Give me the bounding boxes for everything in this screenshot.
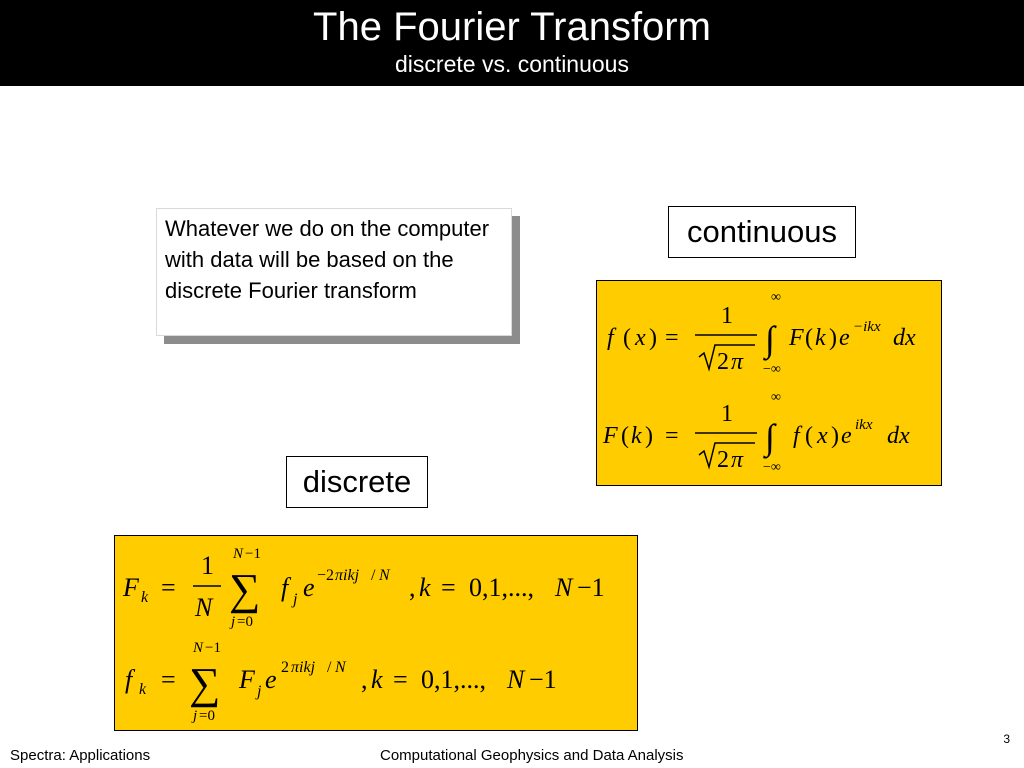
svg-text:(: ( [621, 423, 629, 449]
footer-lecture-title: Computational Geophysics and Data Analys… [380, 747, 684, 764]
svg-text:): ) [645, 423, 653, 449]
continuous-inverse-equation: F ( k ) = 1 2 π ∞ ∫ −∞ f ( x ) e ikx dx [597, 391, 943, 481]
svg-text:/: / [327, 659, 332, 676]
note-text-box: Whatever we do on the computer with data… [156, 208, 512, 336]
svg-text:=: = [161, 573, 176, 602]
svg-text:x: x [634, 325, 646, 351]
svg-text:∫: ∫ [763, 417, 777, 459]
svg-text:0,1,...,: 0,1,..., [421, 665, 486, 694]
svg-text:/: / [371, 567, 376, 584]
svg-text:e: e [839, 325, 850, 351]
continuous-forward-equation: f ( x ) = 1 2 π ∞ ∫ −∞ F ( k ) e −ikx dx [597, 289, 943, 379]
discrete-forward-equation: F k = 1 N N −1 ∑ j =0 f j e −2 πikj / N … [115, 540, 639, 636]
footer-course-title: Spectra: Applications [10, 747, 151, 764]
svg-text:k: k [815, 325, 826, 351]
svg-text:N: N [192, 640, 204, 656]
svg-text:N: N [378, 567, 391, 584]
svg-text:k: k [419, 573, 431, 602]
svg-text:=0: =0 [237, 614, 253, 630]
svg-text:e: e [841, 423, 852, 449]
svg-text:∞: ∞ [771, 290, 781, 305]
svg-text:1: 1 [721, 303, 733, 329]
svg-text:j: j [291, 591, 298, 608]
page-number: 3 [1003, 732, 1010, 746]
svg-text:(: ( [805, 423, 813, 449]
svg-text:∑: ∑ [229, 565, 260, 614]
svg-text:−2: −2 [317, 567, 334, 584]
discrete-inverse-equation: f k = N −1 ∑ j =0 F j e 2 πikj / N , k =… [115, 636, 639, 728]
svg-text:k: k [631, 423, 642, 449]
svg-text:F: F [238, 665, 256, 694]
svg-text:(: ( [805, 325, 813, 351]
slide-title: The Fourier Transform [313, 5, 711, 49]
svg-text:=: = [665, 325, 679, 351]
svg-text:e: e [303, 573, 315, 602]
svg-text:j: j [191, 708, 197, 724]
svg-text:,: , [361, 665, 368, 694]
svg-text:π: π [731, 349, 744, 375]
svg-text:−∞: −∞ [763, 362, 781, 377]
svg-text:f: f [125, 665, 136, 694]
svg-text:f: f [281, 573, 292, 602]
svg-text:j: j [229, 614, 235, 630]
svg-text:): ) [831, 423, 839, 449]
svg-text:F: F [788, 325, 804, 351]
svg-text:k: k [141, 589, 149, 606]
svg-text:−1: −1 [245, 546, 261, 562]
svg-text:−∞: −∞ [763, 460, 781, 475]
svg-text:N: N [334, 659, 347, 676]
svg-text:∑: ∑ [189, 659, 220, 708]
svg-text:N: N [194, 593, 214, 622]
svg-text:): ) [649, 325, 657, 351]
svg-text:πikj: πikj [291, 659, 316, 676]
svg-text:dx: dx [887, 423, 910, 449]
svg-text:(: ( [623, 325, 631, 351]
svg-text:−1: −1 [205, 640, 221, 656]
svg-text:f: f [793, 423, 803, 449]
svg-text:dx: dx [893, 325, 916, 351]
svg-text:1: 1 [201, 551, 214, 580]
svg-text:x: x [816, 423, 828, 449]
slide-subtitle: discrete vs. continuous [395, 51, 629, 77]
svg-text:−ikx: −ikx [853, 319, 881, 335]
svg-text:0,1,...,: 0,1,..., [469, 573, 534, 602]
svg-text:=0: =0 [199, 708, 215, 724]
svg-text:,: , [409, 573, 416, 602]
svg-text:j: j [255, 683, 262, 700]
svg-text:F: F [122, 573, 140, 602]
svg-text:∫: ∫ [763, 319, 777, 361]
svg-text:2: 2 [717, 447, 729, 473]
svg-text:k: k [371, 665, 383, 694]
discrete-label: discrete [286, 456, 428, 508]
continuous-label: continuous [668, 206, 856, 258]
svg-text:∞: ∞ [771, 391, 781, 405]
svg-text:=: = [393, 665, 408, 694]
slide-header: The Fourier Transform discrete vs. conti… [0, 0, 1024, 86]
svg-text:N: N [232, 546, 244, 562]
svg-text:f: f [607, 325, 617, 351]
svg-text:=: = [161, 665, 176, 694]
svg-text:2: 2 [281, 659, 289, 676]
svg-text:π: π [731, 447, 744, 473]
svg-text:=: = [441, 573, 456, 602]
svg-text:N: N [554, 573, 574, 602]
svg-text:F: F [602, 423, 618, 449]
svg-text:k: k [139, 681, 147, 698]
svg-text:ikx: ikx [855, 417, 873, 433]
continuous-equations-box: f ( x ) = 1 2 π ∞ ∫ −∞ F ( k ) e −ikx dx… [596, 280, 942, 486]
svg-text:=: = [665, 423, 679, 449]
discrete-equations-box: F k = 1 N N −1 ∑ j =0 f j e −2 πikj / N … [114, 535, 638, 731]
svg-text:): ) [829, 325, 837, 351]
svg-text:N: N [506, 665, 526, 694]
svg-text:e: e [265, 665, 277, 694]
svg-text:πikj: πikj [335, 567, 360, 584]
svg-text:2: 2 [717, 349, 729, 375]
svg-text:−1: −1 [529, 665, 557, 694]
svg-text:1: 1 [721, 401, 733, 427]
svg-text:−1: −1 [577, 573, 605, 602]
